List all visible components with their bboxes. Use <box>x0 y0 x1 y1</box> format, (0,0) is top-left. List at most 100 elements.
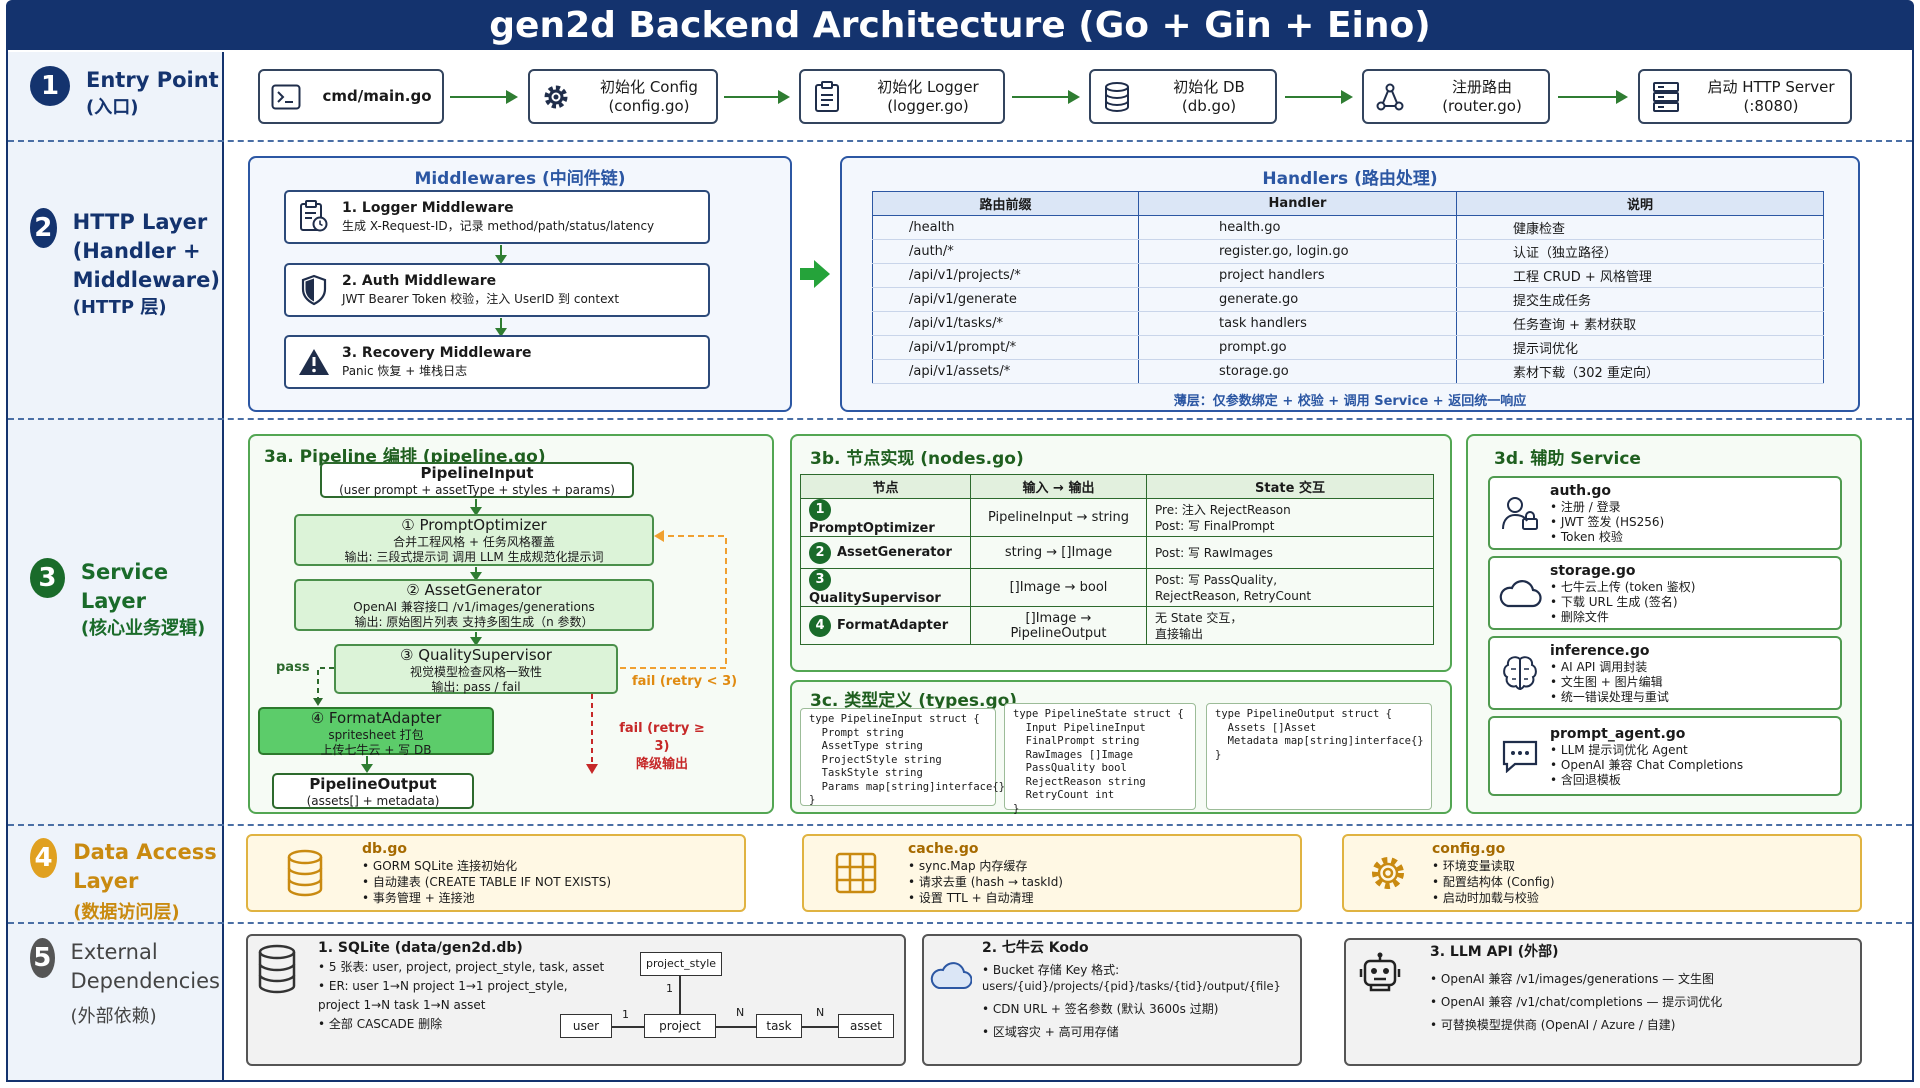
data-name: config.go <box>1432 841 1506 857</box>
db-go-box: db.go • GORM SQLite 连接初始化 • 自动建表 (CREATE… <box>246 834 746 912</box>
mw-name: 2. Auth Middleware <box>342 273 497 289</box>
format-adapter-box: ④ FormatAdapter spritesheet 打包 上传七牛云 + 写… <box>258 707 494 757</box>
node-name: ③ QualitySupervisor <box>400 646 552 664</box>
panel-title: 3c. 类型定义 (types.go) <box>810 691 1018 711</box>
node-state-line: 直接输出 <box>1155 626 1204 641</box>
node-cell: 1PromptOptimizer <box>800 498 971 537</box>
node-desc: 输出: 原始图片列表 支持多图生成（n 参数） <box>354 615 594 629</box>
node-desc: (user prompt + assetType + styles + para… <box>339 483 615 497</box>
node-io: []Image → bool <box>970 568 1147 607</box>
flow-arrow <box>470 632 482 646</box>
cloud-icon <box>930 960 973 994</box>
node-desc: 输出: pass / fail <box>431 680 521 694</box>
node-state: 无 State 交互，直接输出 <box>1146 606 1434 645</box>
table-cell: /health <box>872 215 1139 240</box>
layer-divider <box>8 418 1912 420</box>
entry-label: 初始化 DB <box>1173 77 1245 96</box>
layer-subtitle: (HTTP 层) <box>72 297 167 318</box>
entry-label: 启动 HTTP Server <box>1707 77 1835 96</box>
service-line: • 注册 / 登录 <box>1550 499 1621 514</box>
flow-arrow <box>450 90 518 104</box>
data-line: • GORM SQLite 连接初始化 <box>362 859 518 873</box>
service-line: • Token 校验 <box>1550 529 1623 544</box>
users-lock-icon <box>1490 495 1550 531</box>
table-header: 输入 → 输出 <box>970 474 1147 499</box>
node-desc: 视觉模型检查风格一致性 <box>409 665 542 679</box>
service-line: • AI API 调用封装 <box>1550 659 1648 674</box>
diagram-frame <box>6 50 1914 1082</box>
service-name: inference.go <box>1550 642 1650 659</box>
panel-title: Handlers (路由处理) <box>1262 169 1438 189</box>
layer-subtitle: (核心业务逻辑) <box>80 618 206 639</box>
cache-go-box: cache.go • sync.Map 内存缓存 • 请求去重 (hash → … <box>802 834 1302 912</box>
service-name: storage.go <box>1550 562 1636 579</box>
layer-title: External <box>70 940 158 964</box>
ext-line: • 可替换模型提供商 (OpenAI / Azure / 自建) <box>1430 1018 1676 1032</box>
table-cell: /api/v1/assets/* <box>872 359 1139 384</box>
retry-arrow <box>620 530 727 669</box>
node-state-line: Pre: 注入 RejectReason <box>1155 502 1291 517</box>
service-line: • 含回退模板 <box>1550 772 1621 787</box>
type-def-block: type PipelineInput struct { Prompt strin… <box>800 708 1005 806</box>
robot-icon <box>1358 952 1402 1000</box>
table-cell: /api/v1/projects/* <box>872 263 1139 288</box>
table-cell: 认证（独立路径） <box>1456 239 1824 264</box>
data-line: • 启动时加载与校验 <box>1432 891 1539 905</box>
server-icon <box>1640 71 1692 122</box>
layer-badge: 5 <box>30 938 55 978</box>
service-line: • 下载 URL 生成 (签名) <box>1550 594 1678 609</box>
service-name: prompt_agent.go <box>1550 725 1686 742</box>
entry-logger-box: 初始化 Logger(logger.go) <box>799 69 1005 124</box>
type-def-block: type PipelineState struct { Input Pipeli… <box>1004 703 1196 815</box>
node-state: Post: 写 RawImages <box>1146 536 1434 569</box>
table-cell: 任务查询 + 素材获取 <box>1456 311 1824 336</box>
er-link <box>802 1026 838 1028</box>
asset-generator-box: ② AssetGenerator OpenAI 兼容接口 /v1/images/… <box>294 579 654 631</box>
ext-line: • 全部 CASCADE 删除 <box>318 1017 443 1031</box>
node-name: PromptOptimizer <box>809 521 935 536</box>
ext-line: users/{uid}/projects/{pid}/tasks/{tid}/o… <box>982 979 1281 993</box>
inference-service-box: inference.go • AI API 调用封装 • 文生图 + 图片编辑 … <box>1488 636 1842 710</box>
table-header: Handler <box>1138 191 1457 216</box>
mw-desc: 生成 X-Request-ID，记录 method/path/status/la… <box>342 219 655 233</box>
flow-arrow <box>495 318 507 337</box>
storage-service-box: storage.go • 七牛云上传 (token 鉴权) • 下载 URL 生… <box>1488 556 1842 630</box>
quality-supervisor-box: ③ QualitySupervisor 视觉模型检查风格一致性 输出: pass… <box>334 644 618 694</box>
table-cell: 工程 CRUD + 风格管理 <box>1456 263 1824 288</box>
node-state-line: 无 State 交互， <box>1155 610 1243 625</box>
fail-label: fail (retry ≥ 3) 降级输出 <box>612 720 712 774</box>
layer-divider <box>8 140 1912 142</box>
gear-icon <box>530 71 582 122</box>
layer-1-label: 1 Entry Point (入口) <box>30 66 220 121</box>
node-desc: (assets[] + metadata) <box>306 794 440 808</box>
entry-label: 初始化 Logger <box>877 77 979 96</box>
table-header-row: 路由前缀 Handler 说明 <box>872 191 1824 216</box>
node-state-line: Post: 写 FinalPrompt <box>1155 518 1275 533</box>
llm-box <box>1344 938 1862 1066</box>
fail-arrow <box>586 694 598 774</box>
data-line: • 环境变量读取 <box>1432 859 1515 873</box>
panel-title: 3d. 辅助 Service <box>1494 449 1641 469</box>
node-desc: spritesheet 打包 <box>328 728 424 742</box>
table-cell: storage.go <box>1138 359 1457 384</box>
entry-router-box: 注册路由(router.go) <box>1362 69 1550 124</box>
mw-logger-box: 1. Logger Middleware 生成 X-Request-ID，记录 m… <box>284 190 710 244</box>
flow-arrow <box>724 90 790 104</box>
entry-file: (logger.go) <box>887 96 969 115</box>
ext-line: • OpenAI 兼容 /v1/chat/completions — 提示词优化 <box>1430 995 1723 1009</box>
service-line: • 删除文件 <box>1550 609 1609 624</box>
flow-arrow <box>470 567 482 581</box>
er-cardinality: 1 <box>622 1008 629 1021</box>
flow-arrow <box>470 499 482 516</box>
cloud-icon <box>1490 578 1550 608</box>
node-name: PipelineInput <box>420 464 534 482</box>
entry-file: (:8080) <box>1743 96 1799 115</box>
mw-name: 1. Logger Middleware <box>342 200 514 216</box>
